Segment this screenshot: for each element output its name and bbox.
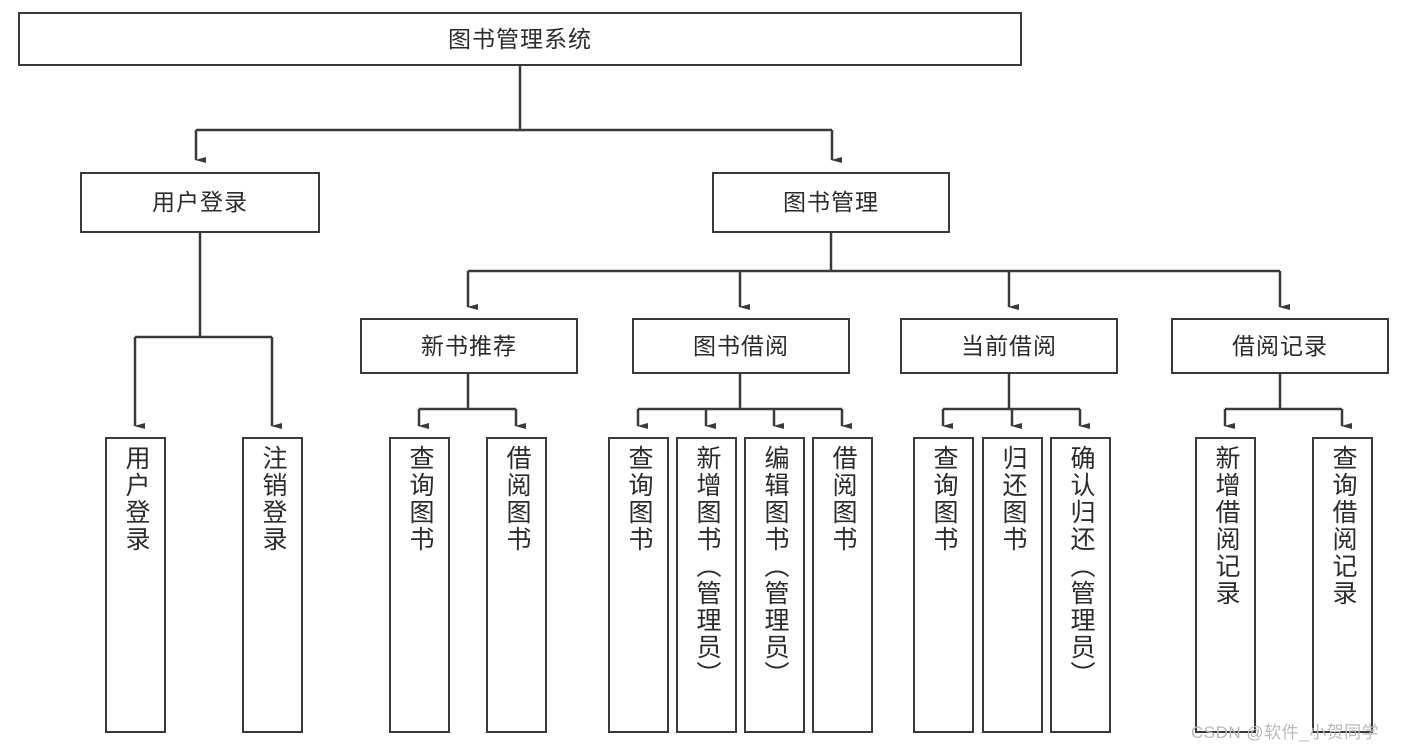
node-label: 图书管理 bbox=[783, 189, 879, 216]
node-label: 新增借阅记录 bbox=[1212, 445, 1240, 607]
leaf-record-query-record[interactable]: 查询借阅记录 bbox=[1312, 437, 1373, 733]
node-label: 借阅图书 bbox=[503, 445, 531, 553]
leaf-recommend-borrow-book[interactable]: 借阅图书 bbox=[486, 437, 547, 733]
leaf-borrow-query-book[interactable]: 查询图书 bbox=[608, 437, 669, 733]
csdn-watermark: CSDN @软件_小贺同学 bbox=[1191, 723, 1380, 742]
leaf-current-return-book[interactable]: 归还图书 bbox=[982, 437, 1043, 733]
node-book-borrow[interactable]: 图书借阅 bbox=[632, 318, 850, 374]
node-root-book-management-system[interactable]: 图书管理系统 bbox=[18, 12, 1022, 66]
node-label: 查询图书 bbox=[406, 445, 434, 553]
leaf-user-login-logout[interactable]: 注销登录 bbox=[242, 437, 303, 733]
node-current-borrow[interactable]: 当前借阅 bbox=[900, 318, 1118, 374]
leaf-record-add-record[interactable]: 新增借阅记录 bbox=[1195, 437, 1256, 733]
leaf-current-query-book[interactable]: 查询图书 bbox=[913, 437, 974, 733]
node-label: 图书管理系统 bbox=[448, 25, 592, 52]
node-label: 借阅记录 bbox=[1232, 332, 1328, 359]
node-label: 注销登录 bbox=[259, 445, 287, 553]
node-label: 查询借阅记录 bbox=[1329, 445, 1357, 607]
node-borrow-record[interactable]: 借阅记录 bbox=[1171, 318, 1389, 374]
node-label: 用户登录 bbox=[152, 189, 248, 216]
node-user-login[interactable]: 用户登录 bbox=[80, 172, 320, 233]
leaf-borrow-borrow-book[interactable]: 借阅图书 bbox=[812, 437, 873, 733]
node-label: 确认归还（管理员） bbox=[1067, 445, 1095, 688]
node-label: 图书借阅 bbox=[693, 332, 789, 359]
leaf-borrow-edit-book-admin[interactable]: 编辑图书（管理员） bbox=[744, 437, 805, 733]
node-label: 归还图书 bbox=[999, 445, 1027, 553]
node-new-book-recommend[interactable]: 新书推荐 bbox=[360, 318, 578, 374]
node-label: 查询图书 bbox=[930, 445, 958, 553]
node-label: 新书推荐 bbox=[421, 332, 517, 359]
node-label: 查询图书 bbox=[625, 445, 653, 553]
leaf-user-login-login[interactable]: 用户登录 bbox=[105, 437, 166, 733]
leaf-current-confirm-return-admin[interactable]: 确认归还（管理员） bbox=[1050, 437, 1111, 733]
node-label: 当前借阅 bbox=[961, 332, 1057, 359]
node-label: 用户登录 bbox=[122, 445, 150, 553]
node-book-management[interactable]: 图书管理 bbox=[712, 172, 950, 233]
node-label: 编辑图书（管理员） bbox=[761, 445, 789, 688]
node-label: 新增图书（管理员） bbox=[693, 445, 721, 688]
leaf-recommend-query-book[interactable]: 查询图书 bbox=[389, 437, 450, 733]
leaf-borrow-add-book-admin[interactable]: 新增图书（管理员） bbox=[676, 437, 737, 733]
node-label: 借阅图书 bbox=[829, 445, 857, 553]
